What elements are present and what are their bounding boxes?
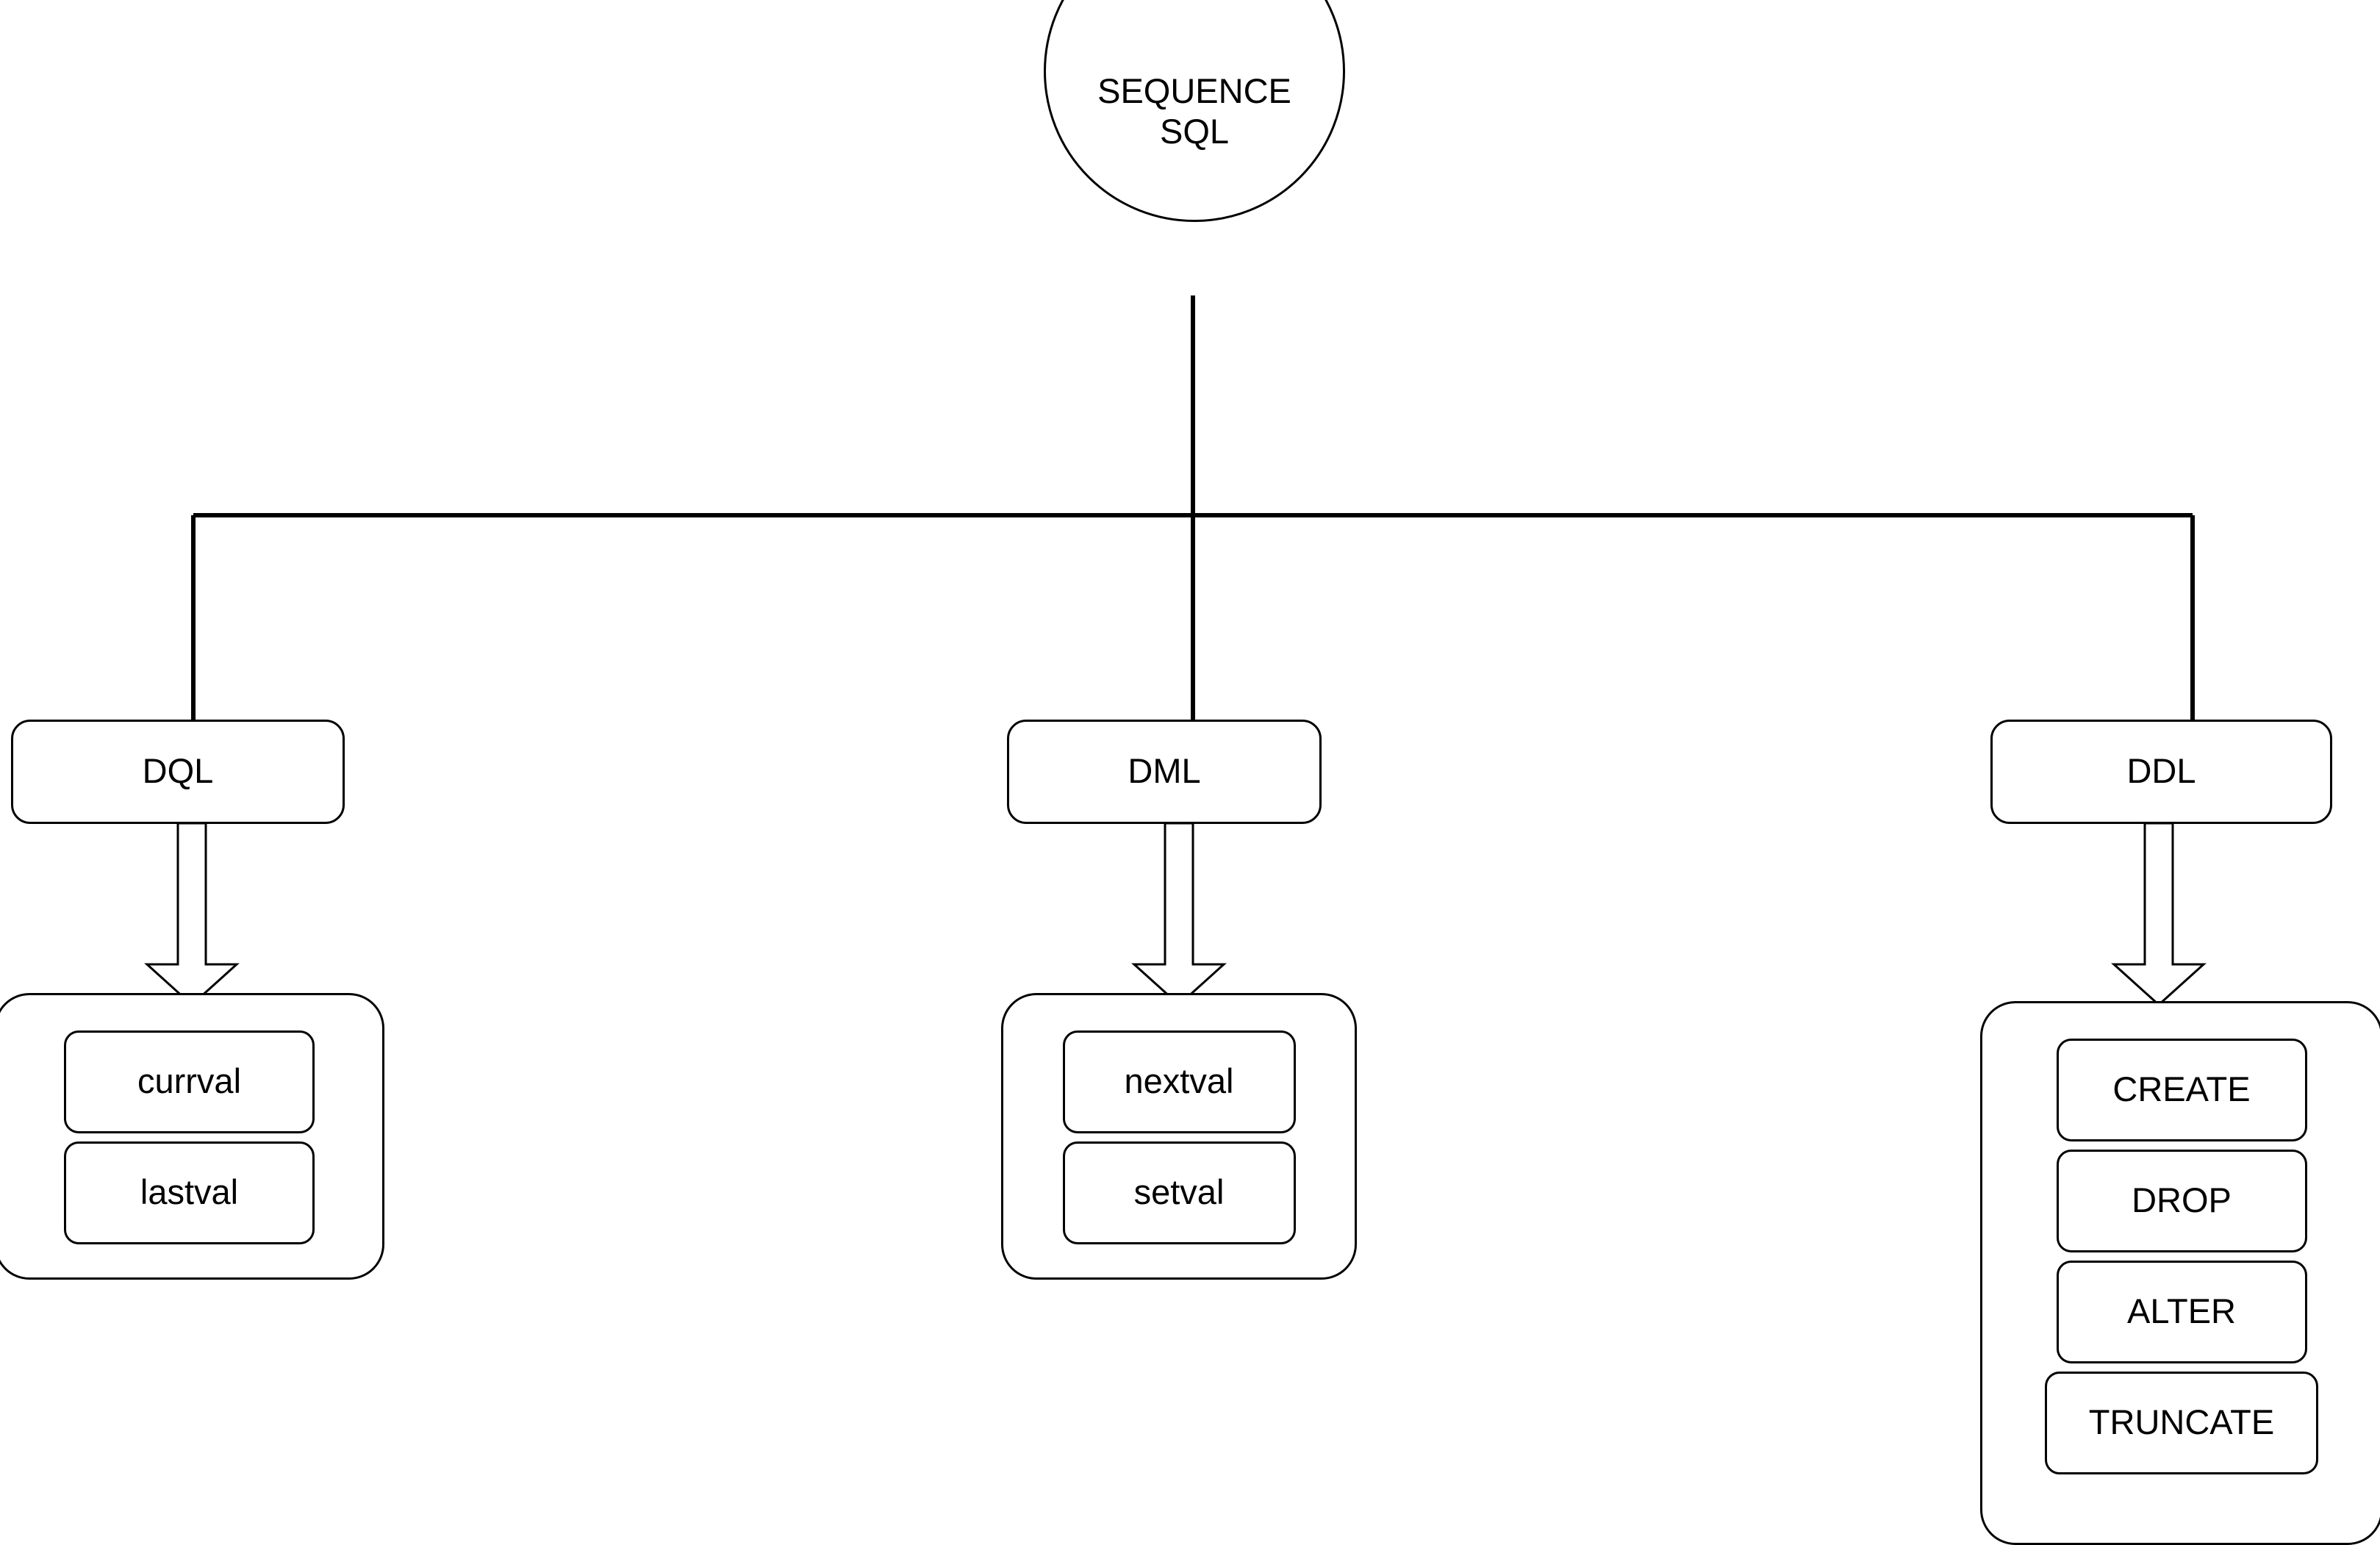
leaf-node-drop[interactable]: DROP xyxy=(2056,1150,2307,1252)
leaf-node-lastval[interactable]: lastval xyxy=(64,1141,315,1244)
group-container-dql: currval lastval xyxy=(0,993,384,1280)
group-container-dml: nextval setval xyxy=(1001,993,1357,1280)
root-node-label-line2: SQL xyxy=(1159,112,1230,151)
category-label-dql: DQL xyxy=(142,750,214,790)
leaf-label-setval: setval xyxy=(1133,1172,1225,1211)
root-node-sequence-sql[interactable]: SEQUENCE SQL xyxy=(1044,0,1345,222)
group-container-ddl: CREATE DROP ALTER TRUNCATE xyxy=(1980,1001,2380,1545)
leaf-label-drop: DROP xyxy=(2132,1180,2232,1219)
leaf-label-nextval: nextval xyxy=(1124,1061,1234,1100)
leaf-label-truncate: TRUNCATE xyxy=(2088,1402,2275,1441)
category-node-dml[interactable]: DML xyxy=(1007,720,1322,824)
leaf-label-alter: ALTER xyxy=(2127,1291,2236,1330)
leaf-node-currval[interactable]: currval xyxy=(64,1030,315,1133)
category-node-dql[interactable]: DQL xyxy=(11,720,345,824)
leaf-label-create: CREATE xyxy=(2112,1069,2251,1108)
category-node-ddl[interactable]: DDL xyxy=(1990,720,2332,824)
block-arrow-down-icon-ddl xyxy=(2111,822,2207,1007)
root-node-label-line1: SEQUENCE xyxy=(1097,71,1291,110)
leaf-label-currval: currval xyxy=(137,1061,242,1100)
leaf-node-truncate[interactable]: TRUNCATE xyxy=(2045,1372,2318,1474)
leaf-label-lastval: lastval xyxy=(140,1172,239,1211)
leaf-node-create[interactable]: CREATE xyxy=(2056,1039,2307,1141)
block-arrow-down-icon-dql xyxy=(144,822,240,1007)
leaf-node-setval[interactable]: setval xyxy=(1062,1141,1296,1244)
block-arrow-down-icon-dml xyxy=(1131,822,1227,1007)
leaf-node-nextval[interactable]: nextval xyxy=(1062,1030,1296,1133)
category-label-ddl: DDL xyxy=(2126,750,2196,790)
category-label-dml: DML xyxy=(1128,750,1201,790)
leaf-node-alter[interactable]: ALTER xyxy=(2056,1261,2307,1363)
